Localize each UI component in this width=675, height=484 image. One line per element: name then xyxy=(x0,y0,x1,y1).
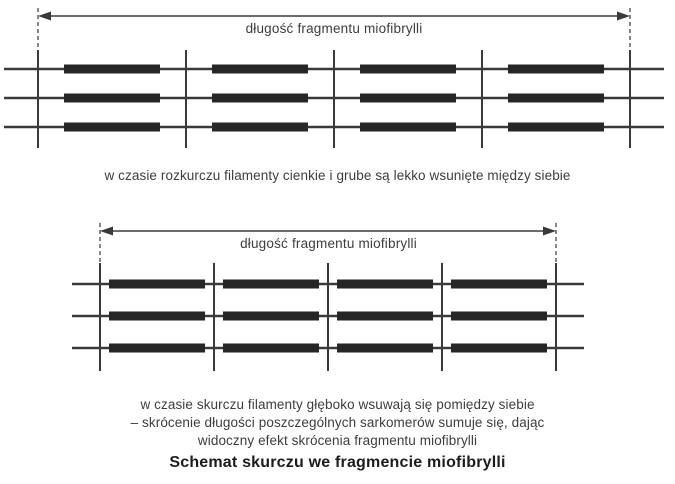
relaxed-thick-filament xyxy=(360,64,456,74)
relaxed-thick-filament xyxy=(508,64,604,74)
contracted-length-label: długość fragmentu miofibrylli xyxy=(240,236,417,251)
contracted-thick-filament xyxy=(109,279,205,289)
relaxed-thick-filament xyxy=(360,122,456,132)
contracted-thick-filament xyxy=(451,311,547,321)
contracted-thick-filament xyxy=(337,311,433,321)
contracted-thick-filament xyxy=(223,279,319,289)
relaxed-caption: w czasie rozkurczu filamenty cienkie i g… xyxy=(104,168,571,183)
contracted-thick-filament xyxy=(109,343,205,353)
relaxed-thick-filament xyxy=(212,64,308,74)
contracted-thick-filament xyxy=(223,311,319,321)
contracted-thick-filament xyxy=(451,279,547,289)
contracted-caption-line-3: widoczny efekt skrócenia fragmentu miofi… xyxy=(197,433,478,448)
relaxed-length-label: długość fragmentu miofibrylli xyxy=(245,21,423,36)
contracted-arrowhead-right-icon xyxy=(543,226,556,236)
relaxed-thick-filament xyxy=(212,122,308,132)
relaxed-thick-filament xyxy=(212,93,308,103)
contracted-thick-filament xyxy=(223,343,319,353)
relaxed-thick-filament xyxy=(64,64,160,74)
contracted-thick-filament xyxy=(451,343,547,353)
contracted-thick-filament xyxy=(109,311,205,321)
relaxed-arrowhead-left-icon xyxy=(38,11,51,21)
relaxed-thick-filament xyxy=(508,122,604,132)
relaxed-thick-filament xyxy=(64,93,160,103)
contracted-caption-line-2: – skrócenie długości poszczególnych sark… xyxy=(130,415,545,430)
relaxed-arrowhead-right-icon xyxy=(617,11,630,21)
contracted-thick-filament xyxy=(337,343,433,353)
contracted-arrowhead-left-icon xyxy=(100,226,113,236)
relaxed-thick-filament xyxy=(64,122,160,132)
relaxed-thick-filament xyxy=(508,93,604,103)
figure-title: Schemat skurczu we fragmencie miofibryll… xyxy=(169,454,506,471)
contracted-thick-filament xyxy=(337,279,433,289)
relaxed-thick-filament xyxy=(360,93,456,103)
contracted-caption-line-1: w czasie skurczu filamenty głęboko wsuwa… xyxy=(140,397,535,412)
